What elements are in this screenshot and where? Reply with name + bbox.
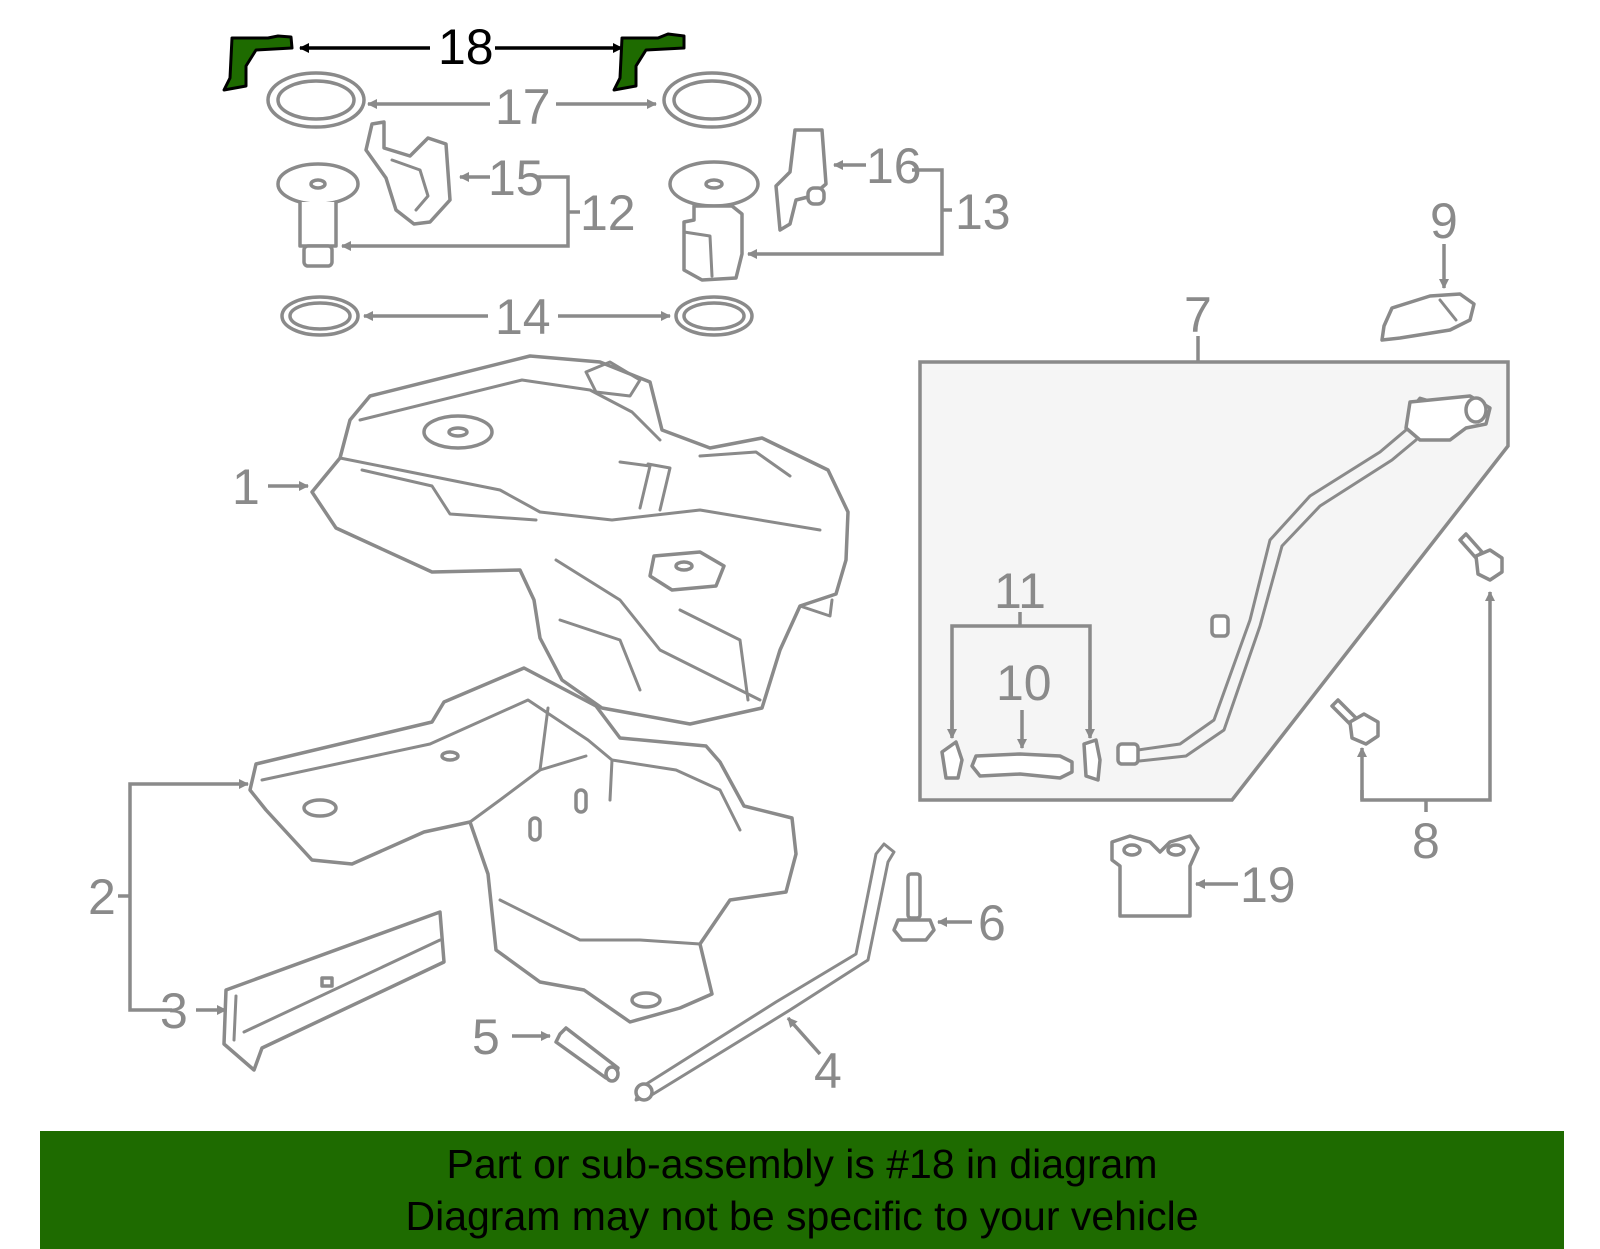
callout-6: 6 bbox=[978, 895, 1006, 951]
callout-5: 5 bbox=[472, 1009, 500, 1065]
callout-2: 2 bbox=[88, 869, 116, 925]
part-3-shield[interactable] bbox=[222, 910, 446, 1072]
callout-8: 8 bbox=[1412, 813, 1440, 869]
part-8-bolt-lower[interactable] bbox=[1330, 698, 1380, 746]
callout-4: 4 bbox=[814, 1043, 842, 1099]
part-9-cap[interactable] bbox=[1380, 292, 1476, 342]
callout-11: 11 bbox=[994, 563, 1046, 619]
callout-19: 19 bbox=[1240, 857, 1296, 913]
part-13-fuel-pump[interactable] bbox=[668, 160, 760, 282]
leader-4 bbox=[786, 1016, 822, 1056]
part-4-strap[interactable] bbox=[634, 842, 896, 1102]
part-10-hose[interactable] bbox=[970, 752, 1074, 780]
part-14-gasket-left[interactable] bbox=[280, 295, 360, 337]
callout-13: 13 bbox=[955, 184, 1011, 240]
callout-7: 7 bbox=[1184, 287, 1212, 343]
callout-16: 16 bbox=[866, 138, 922, 194]
callout-17: 17 bbox=[495, 79, 551, 135]
info-banner: Part or sub-assembly is #18 in diagram D… bbox=[40, 1131, 1564, 1249]
callout-18: 18 bbox=[438, 19, 494, 75]
part-19-clip[interactable] bbox=[1110, 834, 1200, 918]
leader-12 bbox=[341, 175, 580, 251]
callout-12: 12 bbox=[580, 185, 636, 241]
part-11-clamp-right[interactable] bbox=[1082, 738, 1102, 782]
callout-9: 9 bbox=[1430, 193, 1458, 249]
leader-2 bbox=[118, 779, 249, 1012]
part-1-fuel-tank[interactable] bbox=[310, 354, 850, 726]
callout-3: 3 bbox=[160, 983, 188, 1039]
callout-15: 15 bbox=[488, 150, 544, 206]
part-8-bolt-upper[interactable] bbox=[1458, 532, 1504, 582]
part-11-clamp-left[interactable] bbox=[940, 740, 964, 780]
part-17-lock-ring-left[interactable] bbox=[266, 71, 366, 129]
callout-10: 10 bbox=[996, 655, 1052, 711]
callout-1: 1 bbox=[232, 459, 260, 515]
part-5-pin[interactable] bbox=[554, 1026, 620, 1083]
leader-11 bbox=[947, 612, 1095, 739]
leader-8 bbox=[1357, 591, 1495, 812]
banner-line-1: Part or sub-assembly is #18 in diagram bbox=[446, 1141, 1158, 1187]
part-2-heat-shield[interactable] bbox=[248, 666, 798, 1024]
part-12-fuel-sender[interactable] bbox=[276, 162, 360, 268]
leader-13 bbox=[747, 168, 952, 259]
part-15-cover[interactable] bbox=[364, 120, 452, 226]
banner-line-2: Diagram may not be specific to your vehi… bbox=[405, 1193, 1199, 1239]
part-18-bracket-left[interactable] bbox=[222, 34, 294, 92]
part-14-gasket-right[interactable] bbox=[674, 295, 754, 337]
part-18-bracket-right[interactable] bbox=[612, 32, 686, 92]
part-17-lock-ring-right[interactable] bbox=[662, 71, 762, 129]
part-7-filler-pipe-assembly[interactable] bbox=[918, 360, 1510, 802]
part-16-bracket[interactable] bbox=[774, 128, 828, 232]
part-6-bolt[interactable] bbox=[892, 872, 936, 942]
callout-14: 14 bbox=[495, 289, 551, 345]
